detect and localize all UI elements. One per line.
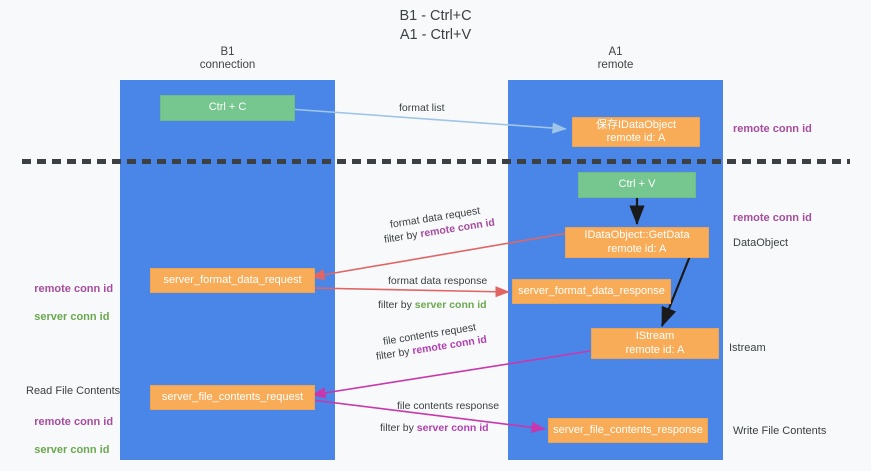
page-title: B1 - Ctrl+C A1 - Ctrl+V (399, 8, 472, 43)
annotation-server-conn-id: server conn id (34, 444, 110, 456)
edge-label-format-data-response-filter: filter by server conn id (378, 298, 487, 312)
edge-label-format-list: format list (399, 102, 445, 114)
edge-label-file-contents-response-filter: filter by server conn id (380, 421, 489, 435)
filter-prefix: filter by (383, 228, 422, 246)
annotation-read-file-contents: Read File Contents (26, 385, 121, 397)
annotation-dataobject: DataObject (733, 237, 789, 249)
filter-prefix: filter by (375, 345, 414, 363)
filter-key-server-conn-id: server conn id (416, 422, 489, 434)
annotation-remote-conn-id: remote conn id (34, 283, 114, 295)
filter-prefix: filter by (378, 299, 415, 311)
box-server-file-contents-response[interactable]: server_file_contents_response (548, 418, 708, 443)
annotation-remote-conn-id-mid: remote conn id (733, 212, 812, 224)
box-idataobject-getdata[interactable]: IDataObject::GetData remote id: A (565, 227, 709, 258)
box-save-idataobject[interactable]: 保存IDataObject remote id: A (572, 117, 700, 147)
annotation-conn-ids-top: remote conn id server conn id (22, 268, 113, 338)
annotation-write-file-contents: Write File Contents (733, 425, 827, 437)
box-istream[interactable]: IStream remote id: A (591, 328, 719, 359)
annotation-conn-ids-bottom: remote conn id server conn id (22, 401, 113, 471)
box-server-format-data-request[interactable]: server_format_data_request (150, 268, 315, 293)
edge-label-format-data-response: format data response (388, 275, 488, 287)
column-header-a1: A1 remote (597, 46, 634, 71)
edge-label-file-contents-response: file contents response (397, 400, 500, 412)
column-header-b1: B1 connection (199, 46, 256, 71)
box-server-format-data-response[interactable]: server_format_data_response (512, 279, 671, 304)
filter-prefix: filter by (380, 422, 417, 434)
phase-divider (22, 159, 850, 164)
filter-key-server-conn-id: server conn id (414, 299, 487, 311)
annotation-server-conn-id: server conn id (34, 311, 110, 323)
box-ctrl-c[interactable]: Ctrl + C (160, 95, 295, 121)
box-server-file-contents-request[interactable]: server_file_contents_request (150, 385, 315, 410)
arrow-format-data-response (310, 286, 510, 298)
annotation-remote-conn-id-top: remote conn id (733, 123, 812, 135)
annotation-remote-conn-id: remote conn id (34, 416, 114, 428)
box-ctrl-v[interactable]: Ctrl + V (578, 172, 696, 198)
annotation-istream: Istream (729, 342, 766, 354)
